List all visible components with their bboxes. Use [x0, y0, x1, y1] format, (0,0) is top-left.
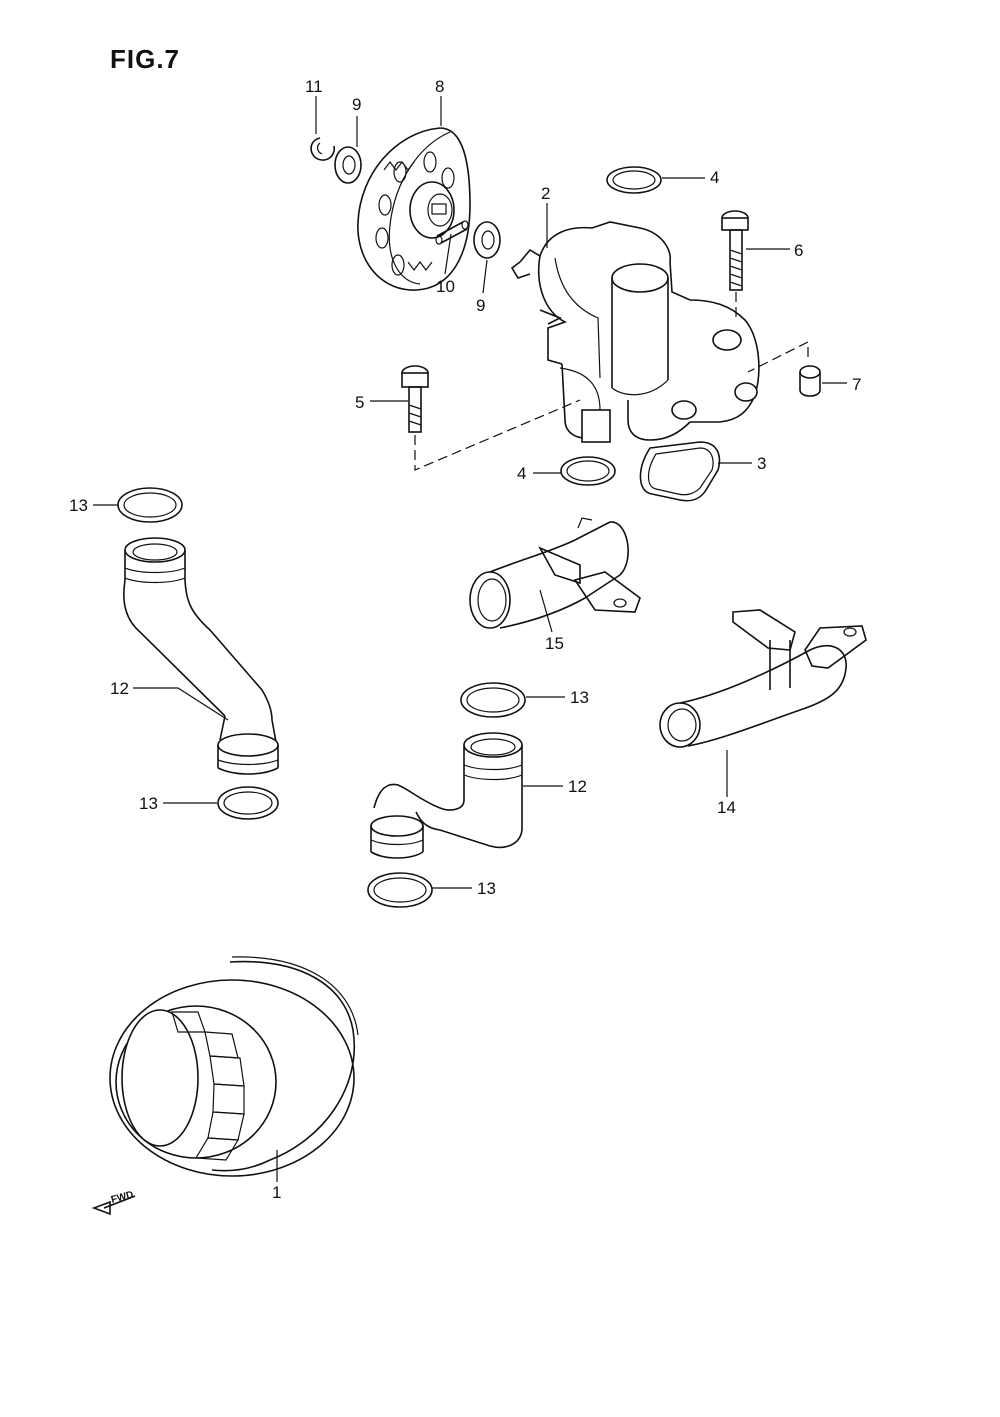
callout-13-bottom-center: 13	[477, 879, 496, 898]
dowel-pin	[799, 365, 821, 397]
oil-pump-gear	[357, 127, 471, 291]
callout-1: 1	[272, 1183, 281, 1202]
bolt-6	[721, 210, 749, 291]
oil-pipe-left	[123, 537, 279, 775]
callout-9-upper: 9	[352, 95, 361, 114]
callout-15: 15	[545, 634, 564, 653]
o-ring-13-center-upper	[460, 682, 526, 718]
o-ring-13-left-lower	[217, 786, 279, 820]
oil-pipe-center	[370, 732, 523, 859]
callout-12-left: 12	[110, 679, 129, 698]
washer-lower	[473, 221, 501, 259]
callout-13-left-lower: 13	[139, 794, 158, 813]
callout-11: 11	[305, 77, 323, 96]
callout-14: 14	[717, 798, 736, 817]
oil-filter	[109, 956, 359, 1177]
callout-8: 8	[435, 77, 444, 96]
drive-pin	[435, 220, 469, 245]
callout-4-lower: 4	[517, 464, 526, 483]
oil-pump-body	[510, 221, 760, 443]
callout-5: 5	[355, 393, 364, 412]
forward-direction-marker: FWD	[91, 1189, 136, 1216]
bolt-5	[401, 365, 429, 433]
figure-title: FIG.7	[110, 44, 181, 74]
circlip	[310, 137, 336, 161]
mounting-line-dowel	[747, 341, 809, 373]
oil-pipe-14	[659, 609, 867, 748]
callout-12-center: 12	[568, 777, 587, 796]
callout-4-upper: 4	[710, 168, 719, 187]
washer-upper	[334, 146, 362, 184]
oil-pipe-15	[469, 517, 641, 629]
mounting-line-bolt5	[414, 399, 581, 471]
o-ring-4-lower	[560, 456, 616, 486]
callout-2: 2	[541, 184, 550, 203]
callout-labels: 11 9 8 4 2 6 10 9 7 5 4 3 13 15 12 13 14…	[69, 77, 861, 1202]
callout-3: 3	[757, 454, 766, 473]
o-ring-13-bottom-center	[367, 872, 433, 908]
leader-lines	[93, 96, 847, 1182]
callout-7: 7	[852, 375, 861, 394]
callout-9-lower: 9	[476, 296, 485, 315]
gasket	[639, 441, 721, 502]
callout-13-upper-left: 13	[69, 496, 88, 515]
o-ring-4-upper	[606, 166, 662, 194]
callout-10: 10	[436, 277, 455, 296]
callout-6: 6	[794, 241, 803, 260]
callout-13-center-upper: 13	[570, 688, 589, 707]
forward-label: FWD	[110, 1189, 135, 1206]
